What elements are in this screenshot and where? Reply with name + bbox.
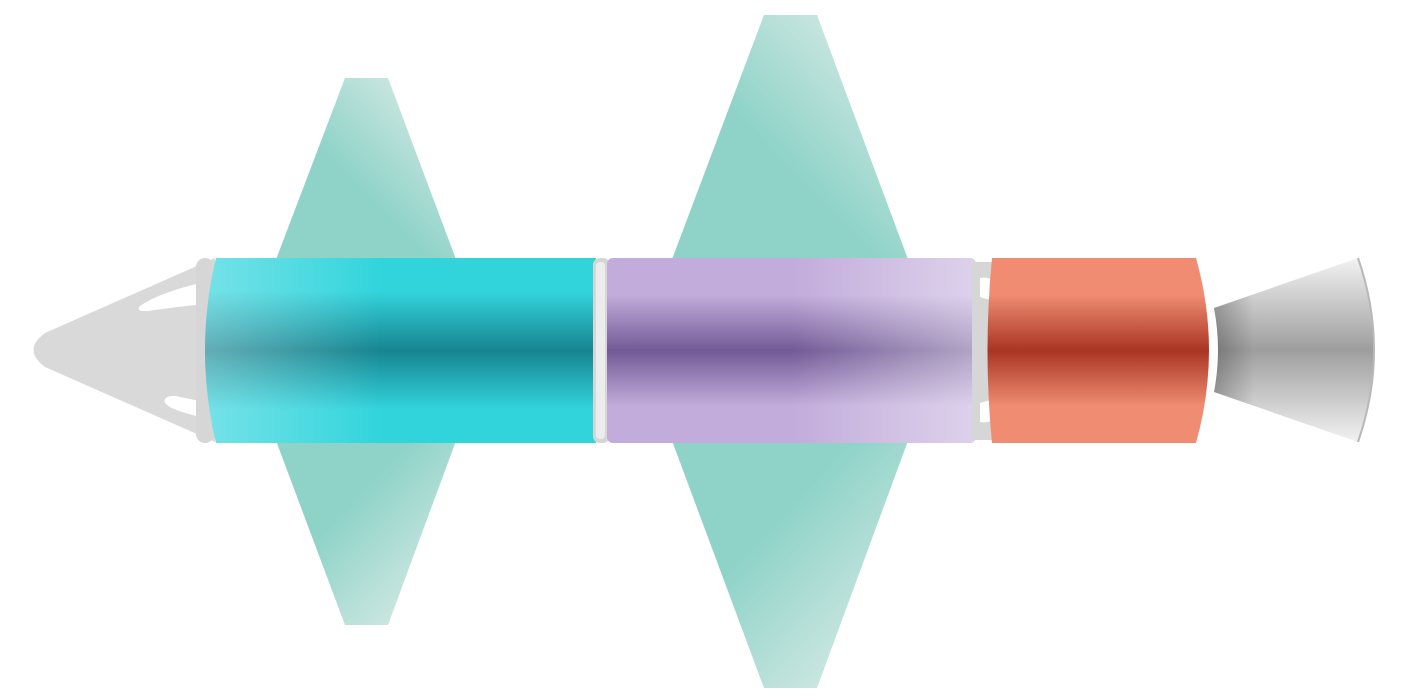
- front-fin-set: [272, 78, 460, 625]
- nose-window-bottom: [164, 395, 205, 418]
- engine-nozzle: [1214, 257, 1375, 443]
- body-segment-3-shell: [987, 258, 1209, 443]
- body-segment-1: [205, 258, 596, 443]
- body-segment-3: [987, 258, 1209, 443]
- body-segment-2: [607, 258, 976, 443]
- engine-nozzle-rim: [1357, 257, 1375, 443]
- front-fin-bottom: [272, 430, 460, 625]
- nose-window-top: [138, 282, 205, 312]
- rear-fin-top: [668, 15, 912, 270]
- engine-nozzle-shade: [1214, 258, 1374, 442]
- front-fin-top: [272, 78, 460, 270]
- rear-fin-bottom: [668, 430, 912, 688]
- rear-fin-set: [668, 15, 912, 688]
- nose-cone-shell: [33, 258, 215, 442]
- body-segment-1-highlight: [205, 258, 596, 443]
- nose-cone: [33, 258, 215, 442]
- connector-1: [593, 258, 610, 443]
- body-segment-2-highlight: [607, 258, 976, 443]
